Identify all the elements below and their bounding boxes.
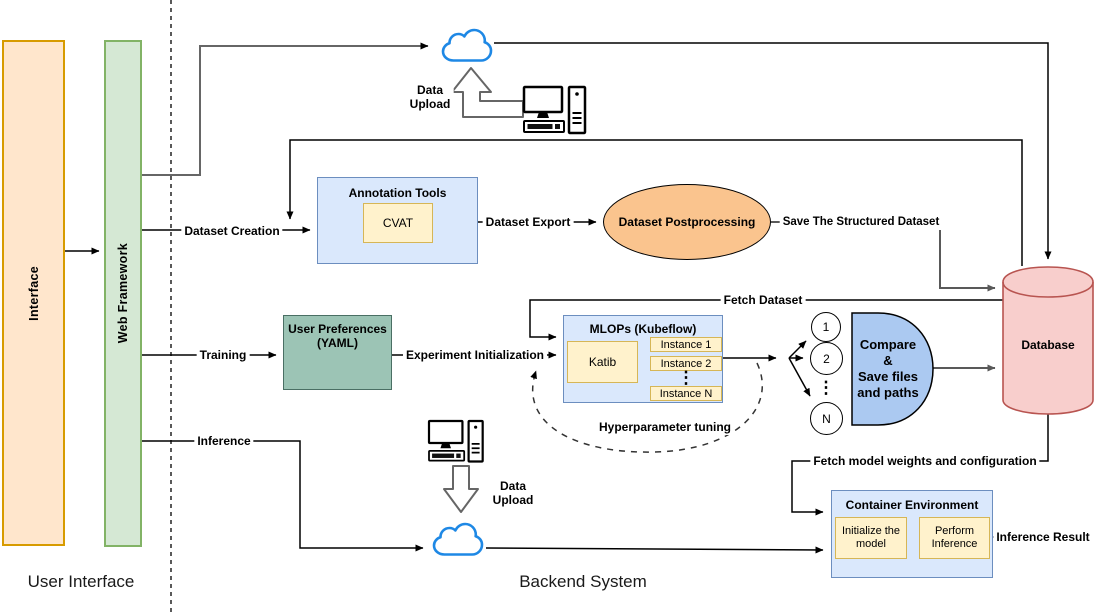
label-dataset-creation: Dataset Creation — [181, 223, 283, 239]
node-instance-1: Instance 1 — [650, 337, 722, 352]
database-label: Database — [1021, 338, 1075, 352]
mlops-title: MLOPs (Kubeflow) — [589, 322, 697, 336]
lane-title-user-interface: User Interface — [27, 572, 135, 591]
dataset-postprocessing-label: Dataset Postprocessing — [618, 215, 756, 229]
label-save-structured-dataset: Save The Structured Dataset — [779, 214, 943, 230]
cloud-icon-bottom — [432, 522, 484, 556]
edge-database-to-dataset-creation — [286, 139, 1023, 266]
node-instance-2: Instance 2 — [650, 356, 722, 371]
compare-label: Compare & Save files and paths — [857, 337, 919, 400]
edge-webframework-to-top-cloud — [142, 42, 429, 176]
node-interface: Interface — [2, 40, 65, 546]
edge-hyperparameter-tuning-loop — [530, 362, 763, 453]
label-inference: Inference — [194, 433, 254, 449]
node-instance-n: Instance N — [650, 386, 722, 401]
circle-1-label: 1 — [822, 320, 830, 334]
database-cylinder — [1002, 266, 1094, 415]
annotation-tools-title: Annotation Tools — [348, 186, 447, 200]
edge-fan-to-circle-n — [788, 357, 811, 397]
interface-label: Interface — [26, 265, 41, 321]
circle-2-label: 2 — [823, 351, 830, 366]
circle-experiment-1: 1 — [811, 312, 841, 342]
node-initialize-model: Initialize the model — [835, 517, 907, 559]
node-annotation-tools: Annotation Tools CVAT — [317, 177, 478, 264]
lane-title-backend-system: Backend System — [519, 572, 647, 591]
cloud-icon-top — [441, 28, 493, 62]
label-fetch-dataset: Fetch Dataset — [720, 292, 806, 308]
node-cvat: CVAT — [363, 203, 433, 243]
circle-experiment-n: N — [810, 402, 843, 435]
user-preferences-label: User Preferences (YAML) — [288, 322, 387, 350]
instance-1-label: Instance 1 — [660, 338, 712, 351]
upload-block-arrow-top — [451, 67, 524, 118]
workstation-icon-top — [522, 85, 587, 135]
node-mlops: MLOPs (Kubeflow) Katib Instance 1 Instan… — [563, 315, 723, 403]
instance-2-label: Instance 2 — [660, 357, 712, 370]
label-training: Training — [196, 347, 250, 363]
label-data-upload-top: Data Upload — [406, 82, 454, 112]
cvat-label: CVAT — [382, 216, 414, 230]
workstation-icon-bottom — [427, 419, 484, 463]
web-framework-label: Web Framework — [116, 243, 130, 344]
edge-fan-to-circle-1 — [788, 340, 807, 359]
katib-label: Katib — [588, 355, 617, 369]
node-user-preferences: User Preferences (YAML) — [283, 315, 392, 390]
edge-inference — [142, 440, 424, 552]
instance-n-label: Instance N — [659, 387, 713, 400]
container-environment-title: Container Environment — [845, 498, 979, 512]
node-container-environment: Container Environment Initialize the mod… — [831, 490, 993, 578]
edge-fetch-model-weights — [791, 410, 1049, 516]
compare-shape — [851, 312, 934, 426]
node-dataset-postprocessing: Dataset Postprocessing — [603, 184, 771, 260]
circle-experiment-2: 2 — [810, 342, 843, 375]
edge-save-structured-dataset — [771, 221, 996, 292]
upload-block-arrow-bottom — [443, 465, 479, 513]
label-hyperparameter-tuning: Hyperparameter tuning — [595, 419, 735, 435]
circle-n-label: N — [822, 411, 831, 426]
label-fetch-model-weights: Fetch model weights and configuration — [810, 453, 1040, 469]
node-katib: Katib — [567, 341, 638, 383]
edge-top-cloud-to-database — [494, 42, 1052, 260]
node-perform-inference: Perform Inference — [919, 517, 990, 559]
instance-ellipsis: ⋮ — [677, 368, 695, 387]
label-experiment-initialization: Experiment Initialization — [402, 347, 548, 363]
initialize-model-label: Initialize the model — [841, 525, 901, 550]
label-data-upload-bottom: Data Upload — [489, 478, 537, 508]
node-web-framework: Web Framework — [104, 40, 142, 547]
edge-cloud-to-container — [485, 546, 824, 554]
label-dataset-export: Dataset Export — [482, 214, 574, 230]
perform-inference-label: Perform Inference — [931, 525, 978, 550]
circle-ellipsis: ⋮ — [817, 378, 835, 397]
label-inference-result: Inference Result — [993, 529, 1093, 545]
